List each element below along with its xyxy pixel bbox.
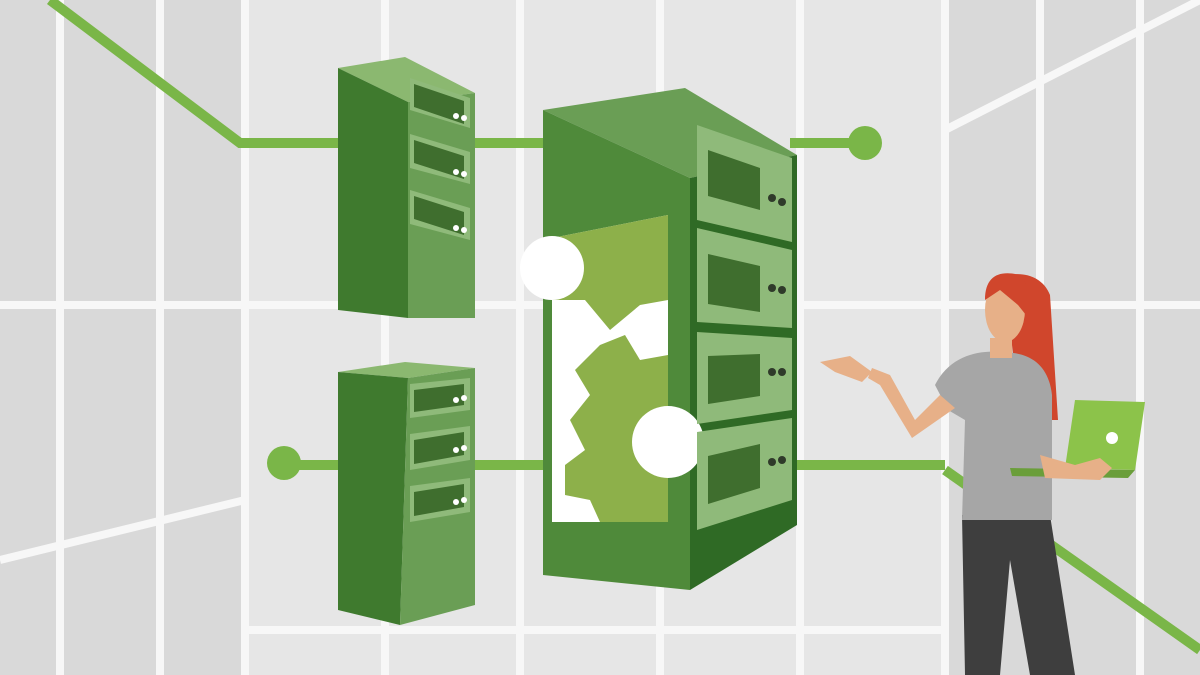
person-pants — [962, 515, 1075, 675]
server-rack-icon — [520, 88, 797, 590]
gear-icon — [565, 335, 668, 522]
gear-icon — [552, 215, 668, 330]
rack-drive-bays — [697, 125, 792, 530]
person-hand — [820, 356, 872, 382]
person-shirt — [935, 351, 1052, 520]
person-arm — [868, 368, 955, 438]
connector-node-left — [267, 446, 301, 480]
left-wall-panel — [0, 0, 245, 675]
server-icon — [338, 362, 475, 625]
connector-node-right — [848, 126, 882, 160]
gear-window — [520, 215, 704, 522]
person-illustration — [820, 273, 1145, 675]
server-icon — [338, 57, 475, 318]
